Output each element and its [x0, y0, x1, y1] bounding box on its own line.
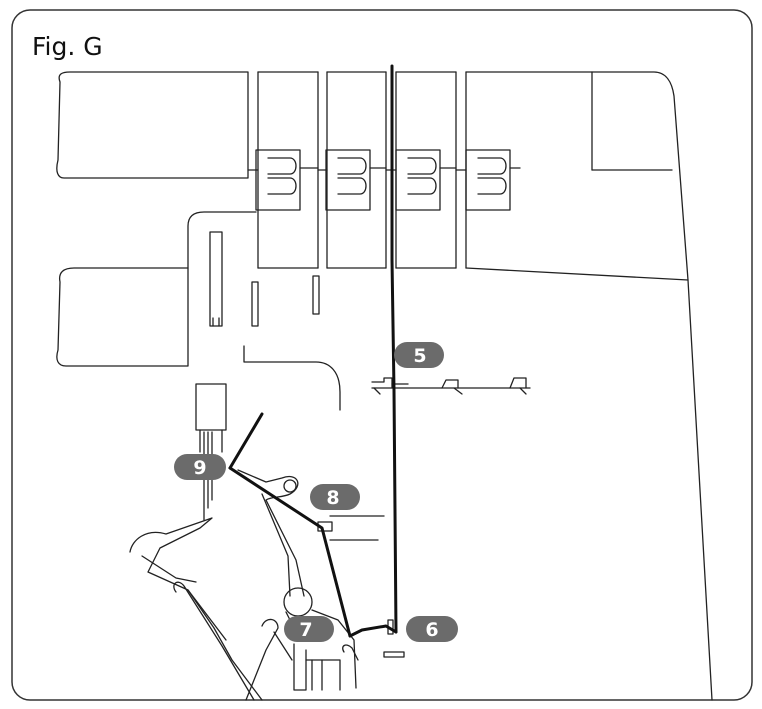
- looper-mechanism: [129, 469, 405, 701]
- callout-5: 5: [394, 342, 444, 368]
- svg-text:6: 6: [425, 619, 438, 641]
- figure-frame: [11, 9, 753, 701]
- svg-text:8: 8: [326, 487, 339, 509]
- front-cover-edge: [243, 345, 341, 411]
- thread-guide-slots: [209, 231, 320, 327]
- tension-dial-1: [255, 149, 319, 211]
- tension-dial-2: [325, 149, 387, 211]
- svg-text:7: 7: [299, 619, 312, 641]
- tension-dial-4: [465, 149, 521, 211]
- tension-dial-3: [395, 149, 457, 211]
- svg-text:5: 5: [413, 345, 426, 367]
- machine-body: [56, 71, 713, 701]
- svg-text:9: 9: [193, 457, 206, 479]
- callout-6: 6: [406, 616, 458, 642]
- callout-8: 8: [310, 484, 360, 510]
- callout-7: 7: [284, 616, 334, 642]
- figure-title: Fig. G: [32, 32, 103, 61]
- callout-9: 9: [174, 454, 226, 480]
- thread-path: [228, 64, 398, 638]
